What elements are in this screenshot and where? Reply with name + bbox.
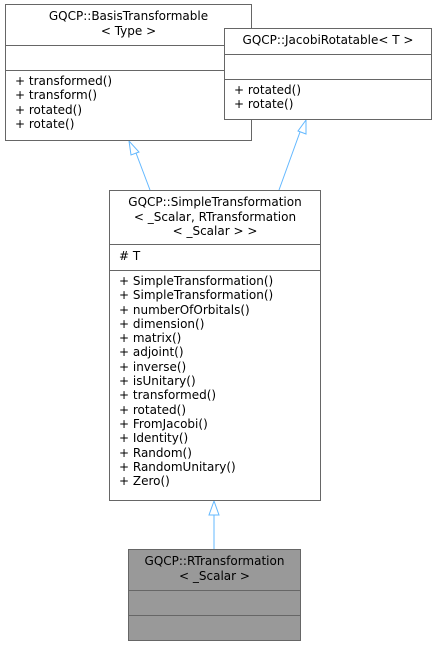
class-node-jacobi-rotatable[interactable]: GQCP::JacobiRotatable< T > + rotated() +… xyxy=(224,28,432,120)
method-item: + Identity() xyxy=(119,431,189,446)
class-title-line: < _Scalar > xyxy=(179,568,250,583)
methods-section: + SimpleTransformation() + SimpleTransfo… xyxy=(110,270,320,488)
class-title: GQCP::BasisTransformable < Type > xyxy=(6,5,251,45)
method-item: + matrix() xyxy=(119,331,182,346)
class-title-line: < _Scalar, RTransformation xyxy=(133,209,297,224)
class-node-rtransformation[interactable]: GQCP::RTransformation < _Scalar > xyxy=(128,549,301,641)
method-item: + rotate() xyxy=(234,97,294,112)
edge-simple-to-basis-arrowhead xyxy=(128,139,140,156)
class-title-line: GQCP::RTransformation xyxy=(144,554,285,568)
class-title-line: GQCP::SimpleTransformation xyxy=(128,195,302,209)
class-node-basis-transformable[interactable]: GQCP::BasisTransformable < Type > + tran… xyxy=(5,4,252,141)
method-item: + transform() xyxy=(15,88,98,103)
method-item: + transformed() xyxy=(119,388,217,403)
attributes-section xyxy=(6,45,251,70)
attributes-section: # T xyxy=(110,244,320,270)
methods-section: + transformed() + transform() + rotated(… xyxy=(6,70,251,131)
class-title-line: < Type > xyxy=(100,23,157,38)
method-item: + inverse() xyxy=(119,359,187,374)
method-item: + transformed() xyxy=(15,74,113,88)
method-item: + rotated() xyxy=(119,402,187,417)
method-item: + RandomUnitary() xyxy=(119,459,236,474)
method-item: + SimpleTransformation() xyxy=(119,274,274,288)
method-item: + rotated() xyxy=(234,83,302,97)
method-item: + rotated() xyxy=(15,102,83,117)
edge-simple-to-jacobi-arrowhead xyxy=(297,118,307,135)
methods-section xyxy=(129,615,300,640)
method-item: + rotate() xyxy=(15,116,75,131)
method-item: + SimpleTransformation() xyxy=(119,288,274,303)
class-title-line: < _Scalar > > xyxy=(172,224,258,238)
method-item: + Zero() xyxy=(119,474,170,489)
method-item: + Random() xyxy=(119,445,192,460)
class-title: GQCP::JacobiRotatable< T > xyxy=(225,29,431,54)
method-item: + adjoint() xyxy=(119,345,184,360)
class-title-line: GQCP::BasisTransformable xyxy=(48,9,209,23)
attribute-item: # T xyxy=(119,249,141,263)
method-item: + dimension() xyxy=(119,316,205,331)
methods-section: + rotated() + rotate() xyxy=(225,79,431,112)
edge-rtrans-to-simple-arrowhead xyxy=(208,499,220,516)
method-item: + numberOfOrbitals() xyxy=(119,302,250,317)
edge-simple-to-basis xyxy=(135,152,151,191)
class-node-simple-transformation[interactable]: GQCP::SimpleTransformation < _Scalar, RT… xyxy=(109,190,321,501)
class-title: GQCP::RTransformation < _Scalar > xyxy=(129,550,300,590)
class-title-line: GQCP::JacobiRotatable< T > xyxy=(242,33,414,47)
attributes-section xyxy=(225,54,431,79)
method-item: + FromJacobi() xyxy=(119,416,208,431)
attributes-section xyxy=(129,590,300,615)
method-item: + isUnitary() xyxy=(119,374,196,389)
class-title: GQCP::SimpleTransformation < _Scalar, RT… xyxy=(110,191,320,244)
edge-simple-to-jacobi xyxy=(278,131,301,191)
